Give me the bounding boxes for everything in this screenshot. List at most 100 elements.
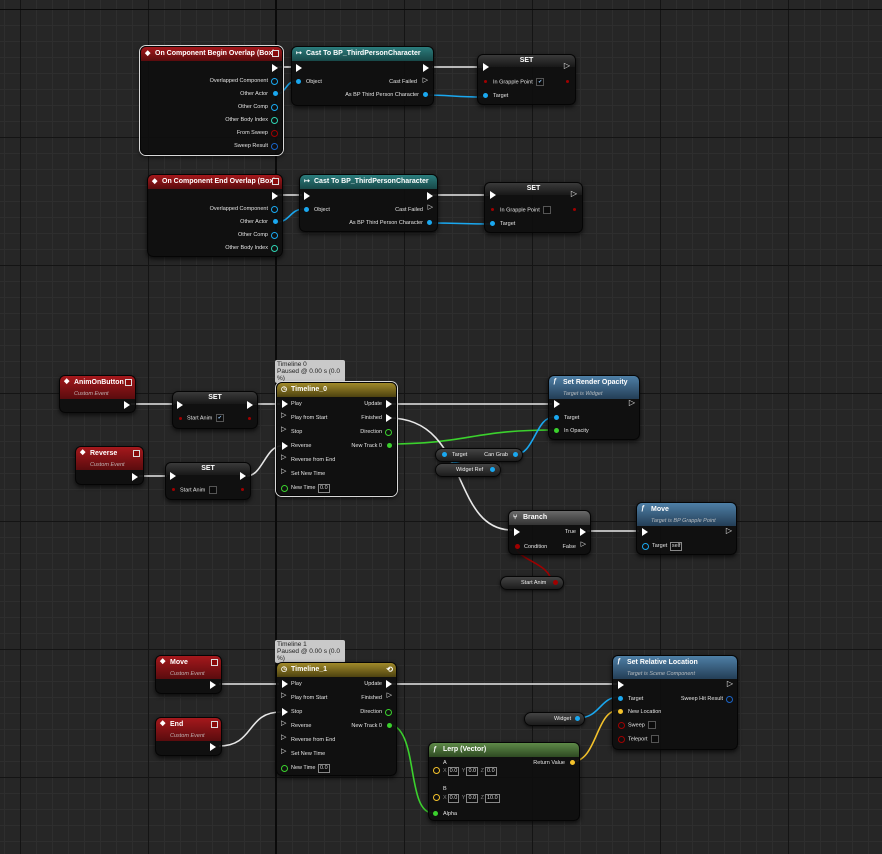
bool-out-pin[interactable] [573, 208, 576, 211]
exec-out-pin[interactable] [124, 401, 130, 409]
int-pin[interactable] [271, 117, 278, 124]
object-pin[interactable] [483, 93, 488, 98]
b-x-input[interactable]: 0.0 [447, 794, 460, 803]
object-pin[interactable] [554, 415, 559, 420]
exec-in-pin[interactable]: ▷ [281, 454, 287, 461]
exec-out-pin[interactable]: ▷ [628, 398, 635, 407]
widget-getter-node[interactable]: Widget [524, 712, 585, 726]
exec-in-pin[interactable] [642, 528, 648, 536]
can-grab-getter-node[interactable]: Target Can Grab [435, 448, 523, 462]
bool-pin[interactable] [491, 208, 494, 211]
object-pin[interactable] [423, 92, 428, 97]
bool-pin[interactable] [618, 736, 625, 743]
start-anim-checkbox[interactable] [208, 486, 217, 494]
object-pin[interactable] [642, 543, 649, 550]
cast-to-third-person-node-1[interactable]: ↦Cast To BP_ThirdPersonCharacter Object … [291, 46, 434, 106]
on-component-begin-overlap-node[interactable]: ◆On Component Begin Overlap (Box) Overla… [140, 46, 283, 155]
exec-in-pin[interactable] [282, 442, 288, 450]
exec-in-pin[interactable]: ▷ [281, 748, 287, 755]
exec-out-pin[interactable]: ▷ [563, 61, 570, 70]
object-pin[interactable] [273, 91, 278, 96]
a-x-input[interactable]: 0.0 [447, 767, 460, 776]
object-pin[interactable] [304, 207, 309, 212]
exec-in-pin[interactable]: ▷ [281, 412, 287, 419]
exec-out-pin[interactable]: ▷ [725, 526, 732, 535]
bool-pin[interactable] [172, 488, 175, 491]
b-y-input[interactable]: 0.0 [466, 794, 479, 803]
exec-out-hollow-pin[interactable]: ▷ [422, 77, 428, 84]
timeline-1-node[interactable]: ◷Timeline_1⟲ Play ▷ Play from Start Stop… [276, 662, 397, 776]
exec-out-pin[interactable]: ▷ [570, 189, 577, 198]
exec-in-pin[interactable] [282, 708, 288, 716]
enum-pin[interactable] [385, 709, 392, 716]
exec-out-pin[interactable]: ▷ [580, 541, 586, 548]
object-pin[interactable] [271, 206, 278, 213]
delegate-pin[interactable] [211, 659, 218, 666]
object-pin[interactable] [513, 452, 518, 457]
vector-pin[interactable] [433, 794, 440, 801]
set-start-anim-true-node[interactable]: SET Start Anim ✔ [172, 391, 258, 429]
bool-pin[interactable] [618, 722, 625, 729]
float-pin[interactable] [281, 485, 288, 492]
branch-node[interactable]: ⑂Branch True Condition False ▷ [508, 510, 591, 555]
object-pin[interactable] [490, 221, 495, 226]
object-pin[interactable] [271, 104, 278, 111]
int-pin[interactable] [271, 245, 278, 252]
vector-pin[interactable] [433, 767, 440, 774]
set-in-grapple-point-node-2[interactable]: SET ▷ In Grapple Point Target [484, 182, 583, 233]
exec-in-pin[interactable] [282, 680, 288, 688]
exec-out-pin[interactable]: ▷ [726, 679, 733, 688]
set-in-grapple-point-node-1[interactable]: SET ▷ In Grapple Point ✔ Target [477, 54, 576, 105]
bool-out-pin[interactable] [248, 417, 251, 420]
exec-in-pin[interactable] [514, 528, 520, 536]
struct-pin[interactable] [271, 143, 278, 150]
exec-in-pin[interactable]: ▷ [281, 734, 287, 741]
float-pin[interactable] [281, 765, 288, 772]
sweep-checkbox[interactable] [648, 721, 657, 729]
exec-in-pin[interactable]: ▷ [281, 720, 287, 727]
cast-to-third-person-node-2[interactable]: ↦Cast To BP_ThirdPersonCharacter Object … [299, 174, 438, 232]
delegate-pin[interactable] [211, 721, 218, 728]
object-pin[interactable] [273, 219, 278, 224]
exec-out-pin[interactable] [386, 680, 392, 688]
in-grapple-point-checkbox[interactable]: ✔ [536, 78, 545, 86]
object-pin[interactable] [271, 232, 278, 239]
object-pin[interactable] [490, 467, 495, 472]
start-anim-getter-node[interactable]: Start Anim [500, 576, 564, 590]
exec-out-pin[interactable] [210, 681, 216, 689]
exec-out-pin[interactable] [427, 192, 433, 200]
exec-in-pin[interactable]: ▷ [281, 468, 287, 475]
timeline-0-node[interactable]: ◷Timeline_0 Play ▷ Play from Start ▷ Sto… [276, 382, 397, 496]
exec-out-pin[interactable] [240, 472, 246, 480]
float-pin[interactable] [387, 443, 392, 448]
vector-pin[interactable] [618, 709, 623, 714]
delegate-pin[interactable] [133, 450, 140, 457]
a-z-input[interactable]: 0.0 [485, 767, 497, 776]
exec-in-pin[interactable] [177, 401, 183, 409]
float-pin[interactable] [387, 723, 392, 728]
float-pin[interactable] [554, 428, 559, 433]
in-grapple-point-checkbox[interactable] [543, 206, 552, 214]
exec-out-pin[interactable] [386, 414, 392, 422]
exec-out-pin[interactable] [132, 473, 138, 481]
exec-in-pin[interactable] [282, 400, 288, 408]
new-time-input[interactable]: 0.0 [317, 484, 330, 493]
enum-pin[interactable] [385, 429, 392, 436]
teleport-checkbox[interactable] [651, 735, 660, 743]
widget-ref-getter-node[interactable]: Widget Ref [435, 463, 501, 477]
bool-pin[interactable] [484, 80, 487, 83]
float-pin[interactable] [433, 811, 438, 816]
exec-in-pin[interactable] [170, 472, 176, 480]
exec-out-pin[interactable] [580, 528, 586, 536]
exec-out-pin[interactable] [423, 64, 429, 72]
exec-out-pin[interactable] [210, 743, 216, 751]
object-pin[interactable] [575, 716, 580, 721]
bool-pin[interactable] [553, 580, 558, 585]
a-y-input[interactable]: 0.0 [466, 767, 479, 776]
object-pin[interactable] [618, 696, 623, 701]
on-component-end-overlap-node[interactable]: ◆On Component End Overlap (Box) Overlapp… [147, 174, 283, 257]
